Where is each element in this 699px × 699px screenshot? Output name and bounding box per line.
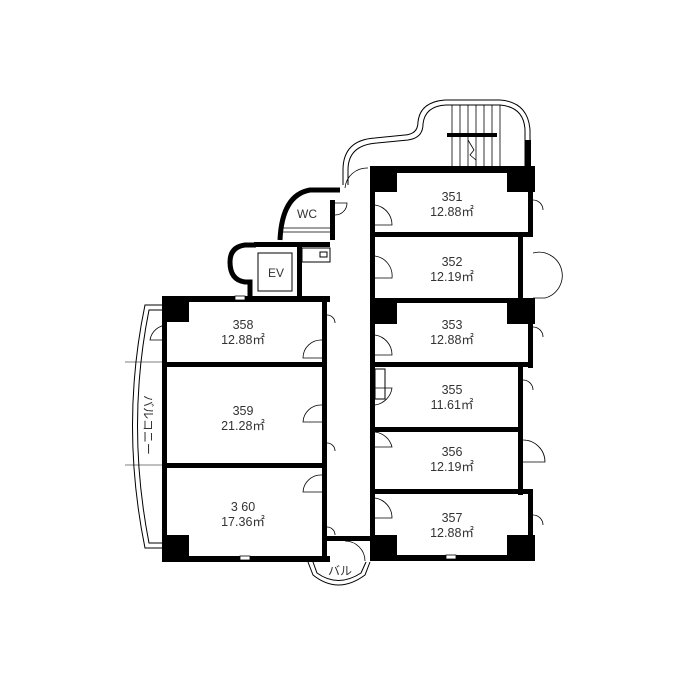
- svg-text:11.61㎡: 11.61㎡: [431, 398, 474, 412]
- svg-text:12.88㎡: 12.88㎡: [221, 333, 265, 347]
- svg-text:12.88㎡: 12.88㎡: [430, 526, 474, 540]
- elevator: EV: [227, 242, 331, 298]
- left-wing-walls: [149, 295, 370, 562]
- svg-text:357: 357: [442, 511, 463, 525]
- svg-text:12.88㎡: 12.88㎡: [430, 205, 474, 219]
- svg-text:12.19㎡: 12.19㎡: [430, 270, 474, 284]
- room-356: 356 12.19㎡: [430, 445, 474, 474]
- svg-text:3 60: 3 60: [231, 500, 255, 514]
- wc: WC: [277, 167, 369, 241]
- balcony-label: バルコニー: [141, 395, 155, 455]
- room-351: 351 12.88㎡: [430, 190, 474, 219]
- small-balcony: バル: [307, 540, 371, 586]
- room-357: 357 12.88㎡: [430, 511, 474, 540]
- room-360: 3 60 17.36㎡: [221, 500, 265, 529]
- svg-text:353: 353: [442, 318, 463, 332]
- wc-label: WC: [297, 207, 317, 221]
- room-355: 355 11.61㎡: [431, 383, 474, 412]
- svg-text:351: 351: [442, 190, 463, 204]
- svg-text:352: 352: [442, 255, 463, 269]
- svg-text:359: 359: [233, 404, 254, 418]
- staircase: [342, 99, 531, 185]
- right-wing-walls: [370, 166, 563, 561]
- balcony: バルコニー: [125, 304, 162, 549]
- room-359: 359 21.28㎡: [221, 404, 265, 433]
- svg-text:12.88㎡: 12.88㎡: [430, 333, 474, 347]
- svg-text:12.19㎡: 12.19㎡: [430, 460, 474, 474]
- room-352: 352 12.19㎡: [430, 255, 474, 284]
- small-balcony-label: バル: [328, 564, 352, 578]
- svg-text:355: 355: [442, 383, 463, 397]
- room-358: 358 12.88㎡: [221, 318, 265, 347]
- svg-text:17.36㎡: 17.36㎡: [221, 515, 265, 529]
- svg-text:356: 356: [442, 445, 463, 459]
- room-353: 353 12.88㎡: [430, 318, 474, 347]
- ev-label: EV: [268, 266, 284, 280]
- svg-text:358: 358: [233, 318, 254, 332]
- svg-text:21.28㎡: 21.28㎡: [221, 419, 265, 433]
